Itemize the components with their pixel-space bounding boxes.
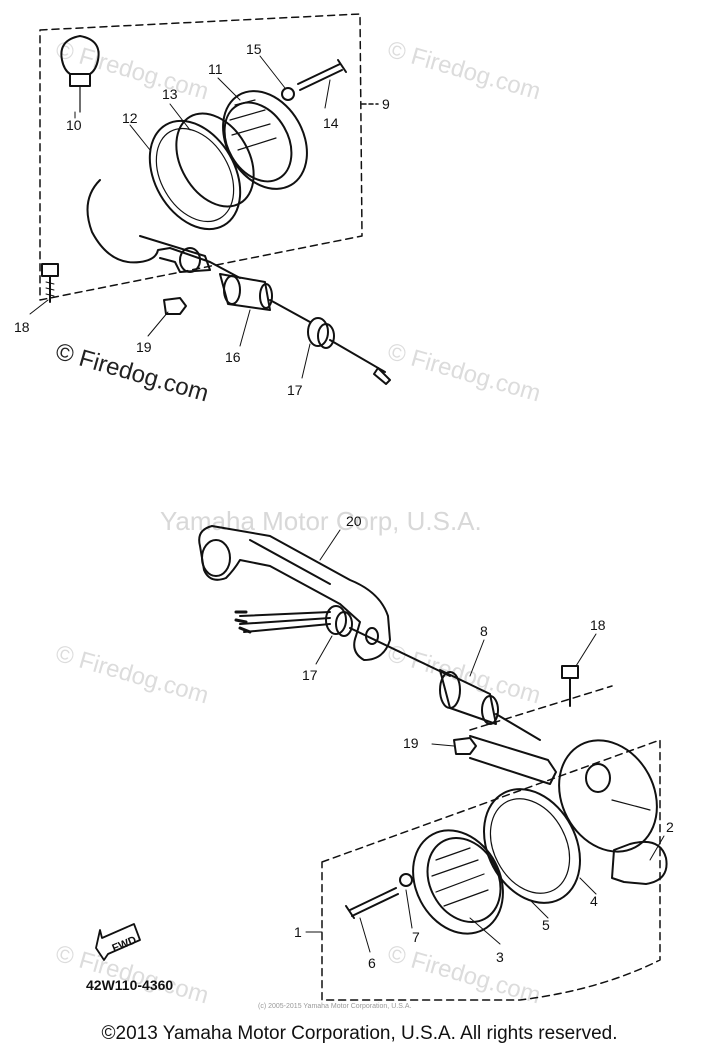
nut-part-7	[399, 873, 413, 887]
callout-18-lower: 18	[590, 617, 606, 633]
nut-part-19	[163, 297, 187, 315]
group-outline-9	[39, 13, 363, 301]
callout-16: 16	[225, 349, 241, 365]
bulb-part-2	[611, 840, 668, 885]
socket-part-16	[219, 273, 311, 323]
screw-part-6	[345, 887, 399, 919]
gasket-part-4	[483, 788, 581, 904]
screw-part-14	[297, 59, 347, 91]
callout-19-lower: 19	[403, 735, 419, 751]
callout-17-lower: 17	[302, 667, 318, 683]
callout-17-upper: 17	[287, 382, 303, 398]
callout-7: 7	[412, 929, 420, 945]
fwd-arrow-icon	[95, 923, 141, 961]
bolt-part-18-lower	[561, 665, 579, 707]
bulb-part-10	[60, 35, 100, 113]
callout-14: 14	[323, 115, 339, 131]
nut-part-15	[281, 87, 295, 101]
callout-2: 2	[666, 819, 674, 835]
fwd-label: FWD	[111, 934, 139, 955]
gasket-part-13	[175, 112, 255, 208]
nut-part-19-lower	[453, 737, 477, 755]
lens-part-11	[222, 90, 308, 190]
callout-13: 13	[162, 86, 178, 102]
callout-6: 6	[368, 955, 376, 971]
footer-copyright: ©2013 Yamaha Motor Corporation, U.S.A. A…	[101, 1023, 618, 1044]
leader-lines-lower	[315, 529, 665, 953]
callout-10: 10	[66, 117, 82, 133]
callout-20: 20	[346, 513, 362, 529]
watermark-company: Yamaha Motor Corp, U.S.A.	[160, 506, 482, 536]
callout-8: 8	[480, 623, 488, 639]
wire-harness	[234, 605, 451, 677]
callout-12: 12	[122, 110, 138, 126]
callout-19-upper: 19	[136, 339, 152, 355]
callout-4: 4	[590, 893, 598, 909]
callout-9: 9	[382, 96, 390, 112]
gasket-part-12	[148, 119, 242, 231]
callout-18-upper: 18	[14, 319, 30, 335]
socket-part-8	[439, 669, 541, 741]
callout-11: 11	[208, 61, 223, 77]
small-copyright: (c) 2005-2015 Yamaha Motor Corporation, …	[258, 1003, 412, 1010]
group-outline-1	[321, 739, 661, 1001]
grommet-part-17	[307, 317, 391, 385]
leader-lines-upper	[29, 55, 331, 379]
callout-5: 5	[542, 917, 550, 933]
callout-15: 15	[246, 41, 262, 57]
callout-3: 3	[496, 949, 504, 965]
bracket-part-20	[198, 525, 391, 661]
bolt-part-18	[41, 263, 59, 303]
diagram-code: 42W110-4360	[86, 977, 174, 993]
housing-upper	[86, 179, 241, 279]
callout-1: 1	[294, 924, 302, 940]
